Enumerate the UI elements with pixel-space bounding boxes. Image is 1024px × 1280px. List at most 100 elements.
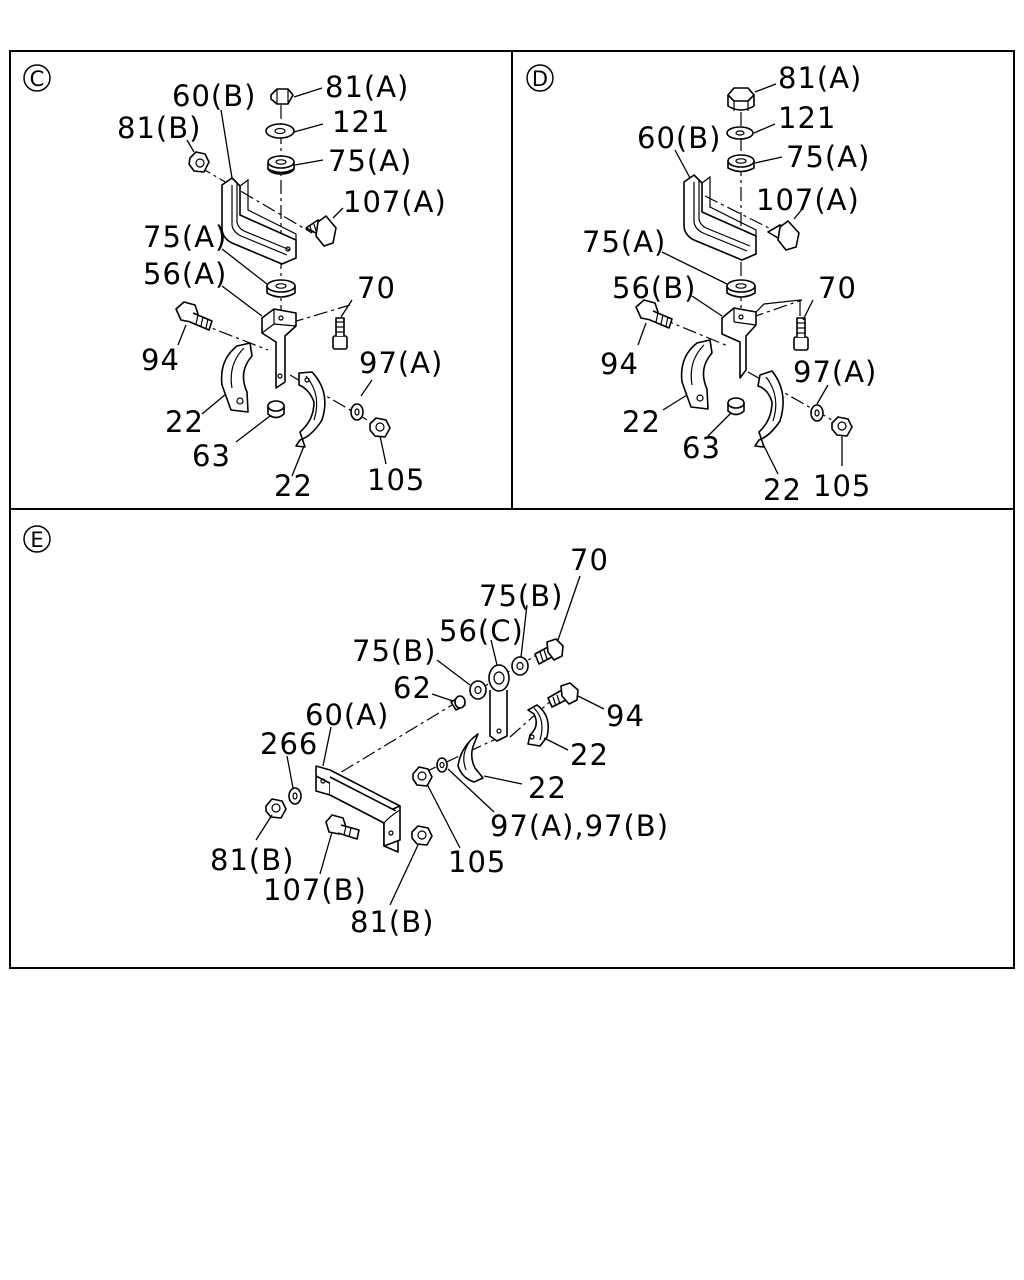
bolt-icon xyxy=(305,215,337,247)
cushion-icon xyxy=(726,279,756,298)
callout-75a-mid: 75(A) xyxy=(143,220,227,254)
callout-81b-bottom: 81(B) xyxy=(350,905,434,939)
cushion-icon xyxy=(511,656,529,676)
washer-icon xyxy=(436,757,448,773)
panel-e-badge xyxy=(23,525,51,553)
nut-icon xyxy=(831,416,853,437)
panel-c-stud-axis xyxy=(289,304,351,324)
panel-e-nut-axis xyxy=(422,737,499,774)
callout-63: 63 xyxy=(682,431,721,465)
washer-icon xyxy=(265,123,295,139)
nut-icon xyxy=(270,88,294,105)
callout-81a: 81(A) xyxy=(325,70,409,104)
plate-bracket-icon xyxy=(315,765,401,853)
washer-icon xyxy=(726,126,754,140)
callout-60b: 60(B) xyxy=(637,121,721,155)
callout-105: 105 xyxy=(448,845,506,879)
callout-75a-top: 75(A) xyxy=(786,140,870,174)
cushion-icon xyxy=(469,680,487,700)
link-arm-icon xyxy=(488,664,510,742)
nut-icon xyxy=(369,417,391,438)
stud-icon xyxy=(793,317,809,351)
panel-e-bolt-axis xyxy=(509,699,553,738)
nut-icon xyxy=(188,151,210,173)
washer-icon xyxy=(810,404,824,422)
panel-c-bolt-axis xyxy=(197,165,313,234)
bracket-icon xyxy=(221,177,297,265)
clamp-icon xyxy=(527,704,550,747)
callout-60b: 60(B) xyxy=(172,79,256,113)
callout-121: 121 xyxy=(332,105,390,139)
callout-70: 70 xyxy=(570,543,609,577)
stud-icon xyxy=(332,317,348,350)
panel-d-stud-axis xyxy=(749,299,803,319)
panel-e-letter: E xyxy=(30,528,43,552)
callout-105: 105 xyxy=(367,463,425,497)
callout-70: 70 xyxy=(818,271,857,305)
clamp-icon xyxy=(457,733,484,783)
panel-d: D xyxy=(526,61,877,507)
panel-c-badge xyxy=(23,64,51,92)
callout-22-bottom: 22 xyxy=(274,469,313,503)
callout-22-upper: 22 xyxy=(570,738,609,772)
bolt-icon xyxy=(534,638,564,665)
collar-icon xyxy=(727,397,745,416)
callout-94: 94 xyxy=(141,343,180,377)
clamp-icon xyxy=(220,342,253,413)
panel-d-bolt-axis xyxy=(704,195,774,231)
washer-icon xyxy=(288,787,302,805)
bracket-icon xyxy=(683,174,757,261)
panel-e: E xyxy=(23,525,669,939)
callout-97a: 97(A) xyxy=(793,355,877,389)
callout-94: 94 xyxy=(606,699,645,733)
callout-56c: 56(C) xyxy=(439,614,524,648)
callout-107b: 107(B) xyxy=(263,873,367,907)
callout-22-left: 22 xyxy=(622,405,661,439)
callout-97ab: 97(A),97(B) xyxy=(490,809,669,843)
bolt-icon xyxy=(547,682,579,708)
callout-75b-right: 75(B) xyxy=(479,579,563,613)
nut-icon xyxy=(265,798,287,819)
callout-60a: 60(A) xyxy=(305,698,389,732)
callout-266: 266 xyxy=(260,727,318,761)
callout-81a: 81(A) xyxy=(778,61,862,95)
clamp-icon xyxy=(295,371,326,448)
collar-icon xyxy=(267,400,285,419)
nut-icon xyxy=(412,766,433,787)
mount-bracket-icon xyxy=(261,308,297,389)
callout-75a-mid: 75(A) xyxy=(582,225,666,259)
panel-c-letter: C xyxy=(30,67,45,91)
panel-d-letter: D xyxy=(532,67,548,91)
callout-107a: 107(A) xyxy=(343,185,447,219)
bolt-icon xyxy=(175,301,213,331)
panel-d-badge xyxy=(526,64,554,92)
washer-icon xyxy=(350,403,364,421)
callout-22-bottom: 22 xyxy=(763,473,802,507)
callout-22-left: 22 xyxy=(165,405,204,439)
callout-56a: 56(A) xyxy=(143,257,227,291)
clamp-icon xyxy=(754,370,784,448)
callout-22-lower: 22 xyxy=(528,771,567,805)
clamp-icon xyxy=(680,339,713,410)
panel-e-main-axis xyxy=(319,704,453,786)
nut-icon xyxy=(411,825,433,846)
bolt-icon xyxy=(635,299,673,329)
collar-icon xyxy=(450,695,466,711)
callout-97a: 97(A) xyxy=(359,346,443,380)
callout-81b-left: 81(B) xyxy=(210,843,294,877)
callout-81b: 81(B) xyxy=(117,111,201,145)
bolt-icon xyxy=(767,220,800,251)
callout-105: 105 xyxy=(813,469,871,503)
panel-c: C xyxy=(23,64,447,503)
cushion-icon xyxy=(266,279,296,298)
callout-63: 63 xyxy=(192,439,231,473)
callout-70: 70 xyxy=(357,271,396,305)
callout-75a-top: 75(A) xyxy=(328,144,412,178)
cushion-icon xyxy=(727,154,755,173)
callout-56b: 56(B) xyxy=(612,271,696,305)
callout-62: 62 xyxy=(393,671,432,705)
callout-121: 121 xyxy=(778,101,836,135)
nut-icon xyxy=(727,87,755,111)
callout-94: 94 xyxy=(600,347,639,381)
